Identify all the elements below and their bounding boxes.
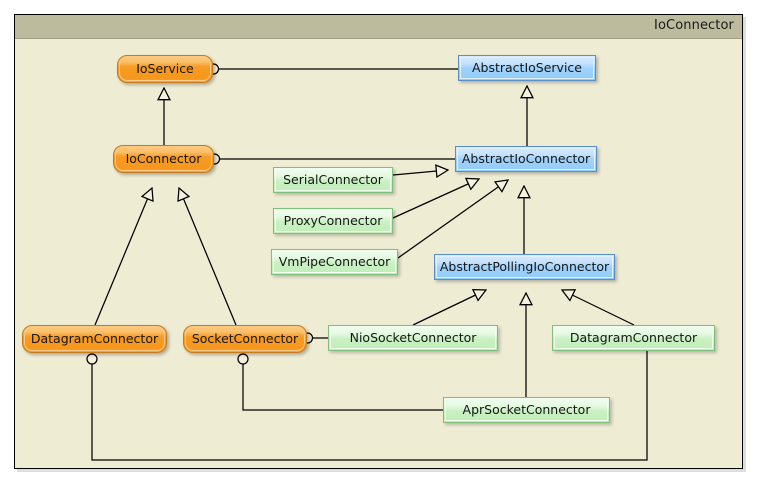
node-label: AprSocketConnector xyxy=(462,401,591,417)
node-abstractpollingioconnector[interactable]: AbstractPollingIoConnector xyxy=(434,254,615,280)
node-label: SocketConnector xyxy=(191,330,299,346)
node-niosocketconnector[interactable]: NioSocketConnector xyxy=(328,325,498,351)
node-label: DatagramConnector xyxy=(30,330,159,346)
node-serialconnector[interactable]: SerialConnector xyxy=(273,167,393,193)
node-vmpipeconnector[interactable]: VmPipeConnector xyxy=(271,249,398,275)
node-abstractioservice[interactable]: AbstractIoService xyxy=(458,55,596,81)
node-label: ProxyConnector xyxy=(283,212,383,228)
package-title: IoConnector xyxy=(654,18,734,33)
node-socketconnector[interactable]: SocketConnector xyxy=(183,325,307,353)
node-label: IoConnector xyxy=(125,150,202,166)
node-label: NioSocketConnector xyxy=(349,329,477,345)
node-label: DatagramConnector xyxy=(569,329,698,345)
node-proxyconnector[interactable]: ProxyConnector xyxy=(273,208,393,234)
node-label: AbstractIoConnector xyxy=(461,150,591,166)
node-datagramconnector-class[interactable]: DatagramConnector xyxy=(552,325,715,351)
node-aprsocketconnector[interactable]: AprSocketConnector xyxy=(443,397,610,423)
node-ioconnector[interactable]: IoConnector xyxy=(113,145,214,173)
node-label: IoService xyxy=(136,60,194,76)
package-header-bar xyxy=(15,15,742,39)
node-label: VmPipeConnector xyxy=(278,253,391,269)
node-label: AbstractPollingIoConnector xyxy=(439,258,610,274)
node-datagramconnector-interface[interactable]: DatagramConnector xyxy=(22,325,167,353)
node-label: SerialConnector xyxy=(283,171,383,187)
node-abstractioconnector[interactable]: AbstractIoConnector xyxy=(455,146,597,172)
node-ioservice[interactable]: IoService xyxy=(117,55,213,83)
node-label: AbstractIoService xyxy=(471,59,582,75)
